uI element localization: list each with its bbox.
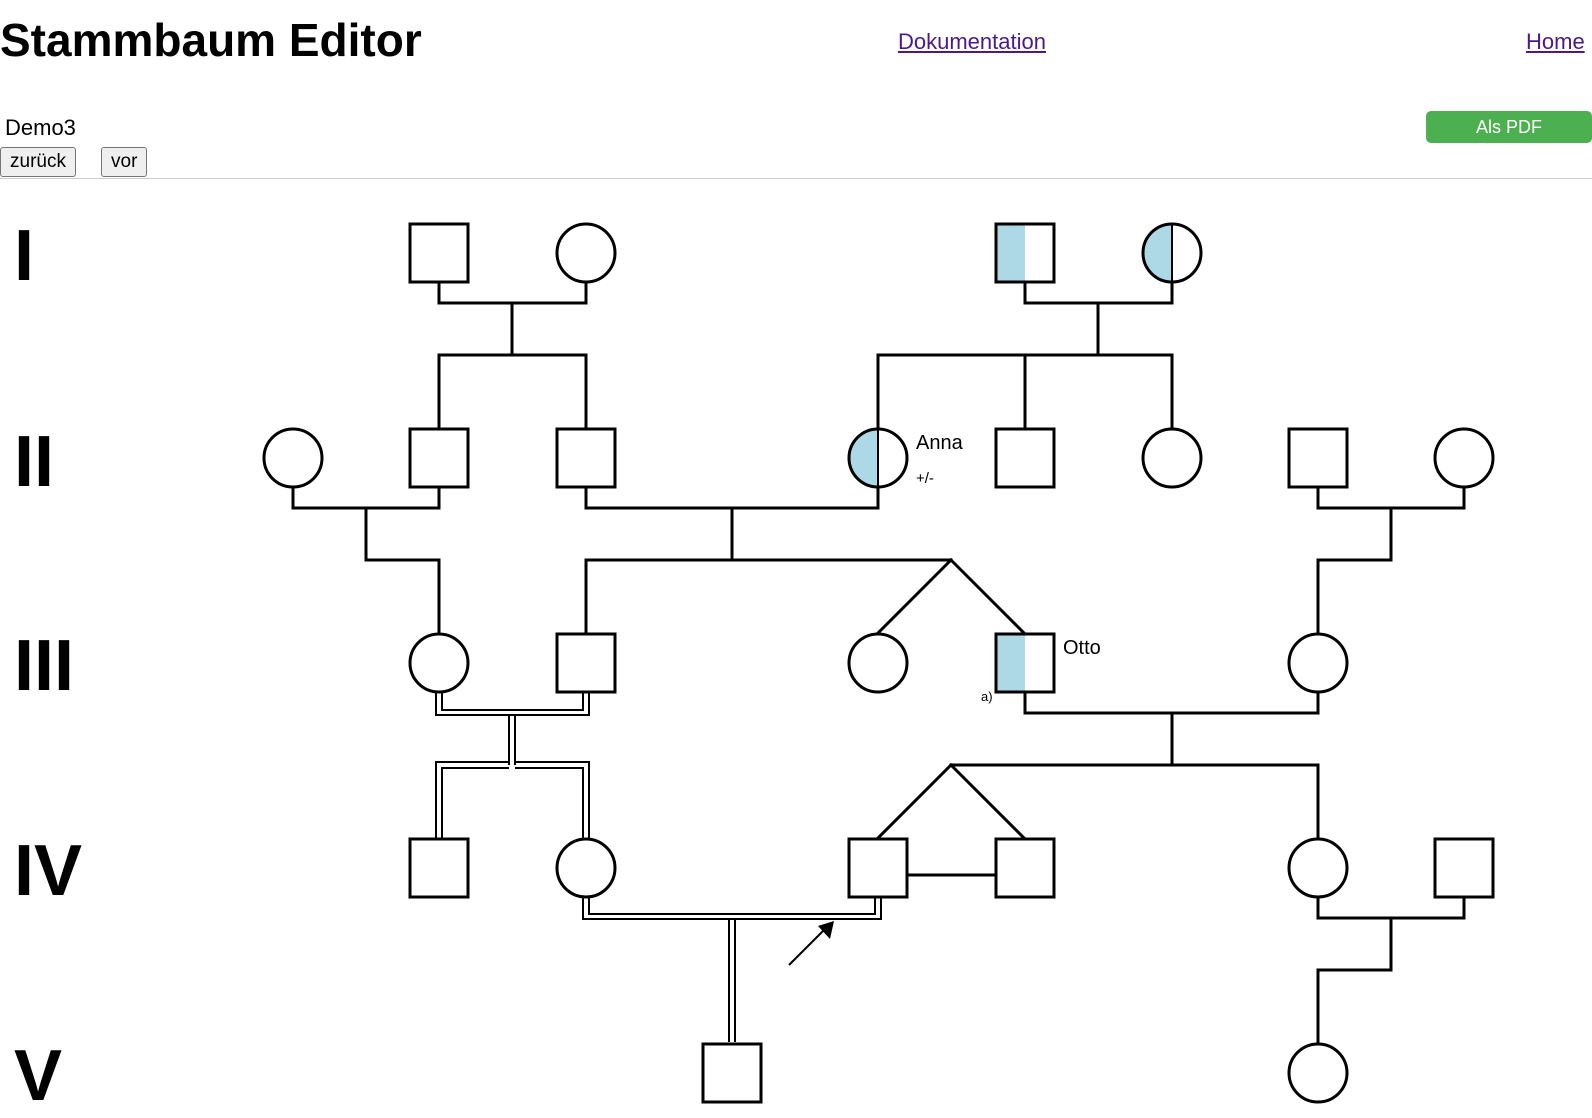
female-symbol[interactable]	[262, 427, 324, 489]
forward-button[interactable]: vor	[101, 147, 148, 177]
toolbar-divider	[0, 178, 1592, 179]
male-carrier-symbol[interactable]	[994, 222, 1056, 284]
male-symbol[interactable]	[408, 427, 470, 489]
otto-note-label: a)	[981, 689, 993, 704]
male-symbol[interactable]	[555, 427, 617, 489]
male-symbol[interactable]	[701, 1042, 763, 1104]
pedigree-lines	[291, 281, 1466, 1044]
generation-label: I	[14, 216, 34, 296]
otto-symbol[interactable]	[994, 632, 1056, 694]
project-name: Demo3	[5, 115, 76, 140]
save-pdf-button[interactable]: Als PDF speichern	[1426, 111, 1592, 169]
female-symbol[interactable]	[555, 222, 617, 284]
female-symbol[interactable]	[847, 632, 909, 694]
male-symbol[interactable]	[408, 222, 470, 284]
female-carrier-symbol[interactable]	[1141, 222, 1203, 284]
documentation-link[interactable]: Dokumentation	[898, 29, 1046, 54]
generation-label: IV	[14, 831, 82, 911]
male-symbol[interactable]	[847, 837, 909, 899]
proband-arrow-icon	[788, 921, 834, 966]
male-symbol[interactable]	[994, 837, 1056, 899]
male-symbol[interactable]	[1287, 427, 1349, 489]
generation-label: II	[14, 422, 54, 502]
pedigree-canvas[interactable]: I II III IV V	[0, 180, 1592, 1118]
otto-name-label: Otto	[1063, 637, 1101, 659]
male-symbol[interactable]	[408, 837, 470, 899]
generation-label: V	[14, 1036, 62, 1116]
home-link[interactable]: Home	[1526, 29, 1585, 54]
male-symbol[interactable]	[1433, 837, 1495, 899]
female-symbol[interactable]	[555, 837, 617, 899]
anna-symbol[interactable]	[847, 427, 909, 489]
app-title: Stammbaum Editor	[0, 14, 422, 66]
female-symbol[interactable]	[1287, 1042, 1349, 1104]
female-symbol[interactable]	[408, 632, 470, 694]
male-symbol[interactable]	[994, 427, 1056, 489]
female-symbol[interactable]	[1287, 632, 1349, 694]
female-symbol[interactable]	[1287, 837, 1349, 899]
anna-genotype-label: +/-	[916, 470, 934, 487]
male-symbol[interactable]	[555, 632, 617, 694]
female-symbol[interactable]	[1141, 427, 1203, 489]
consanguinity-lines	[435, 693, 882, 1042]
generation-label: III	[14, 626, 74, 706]
back-button[interactable]: zurück	[0, 147, 76, 177]
anna-name-label: Anna	[916, 432, 964, 454]
female-symbol[interactable]	[1433, 427, 1495, 489]
